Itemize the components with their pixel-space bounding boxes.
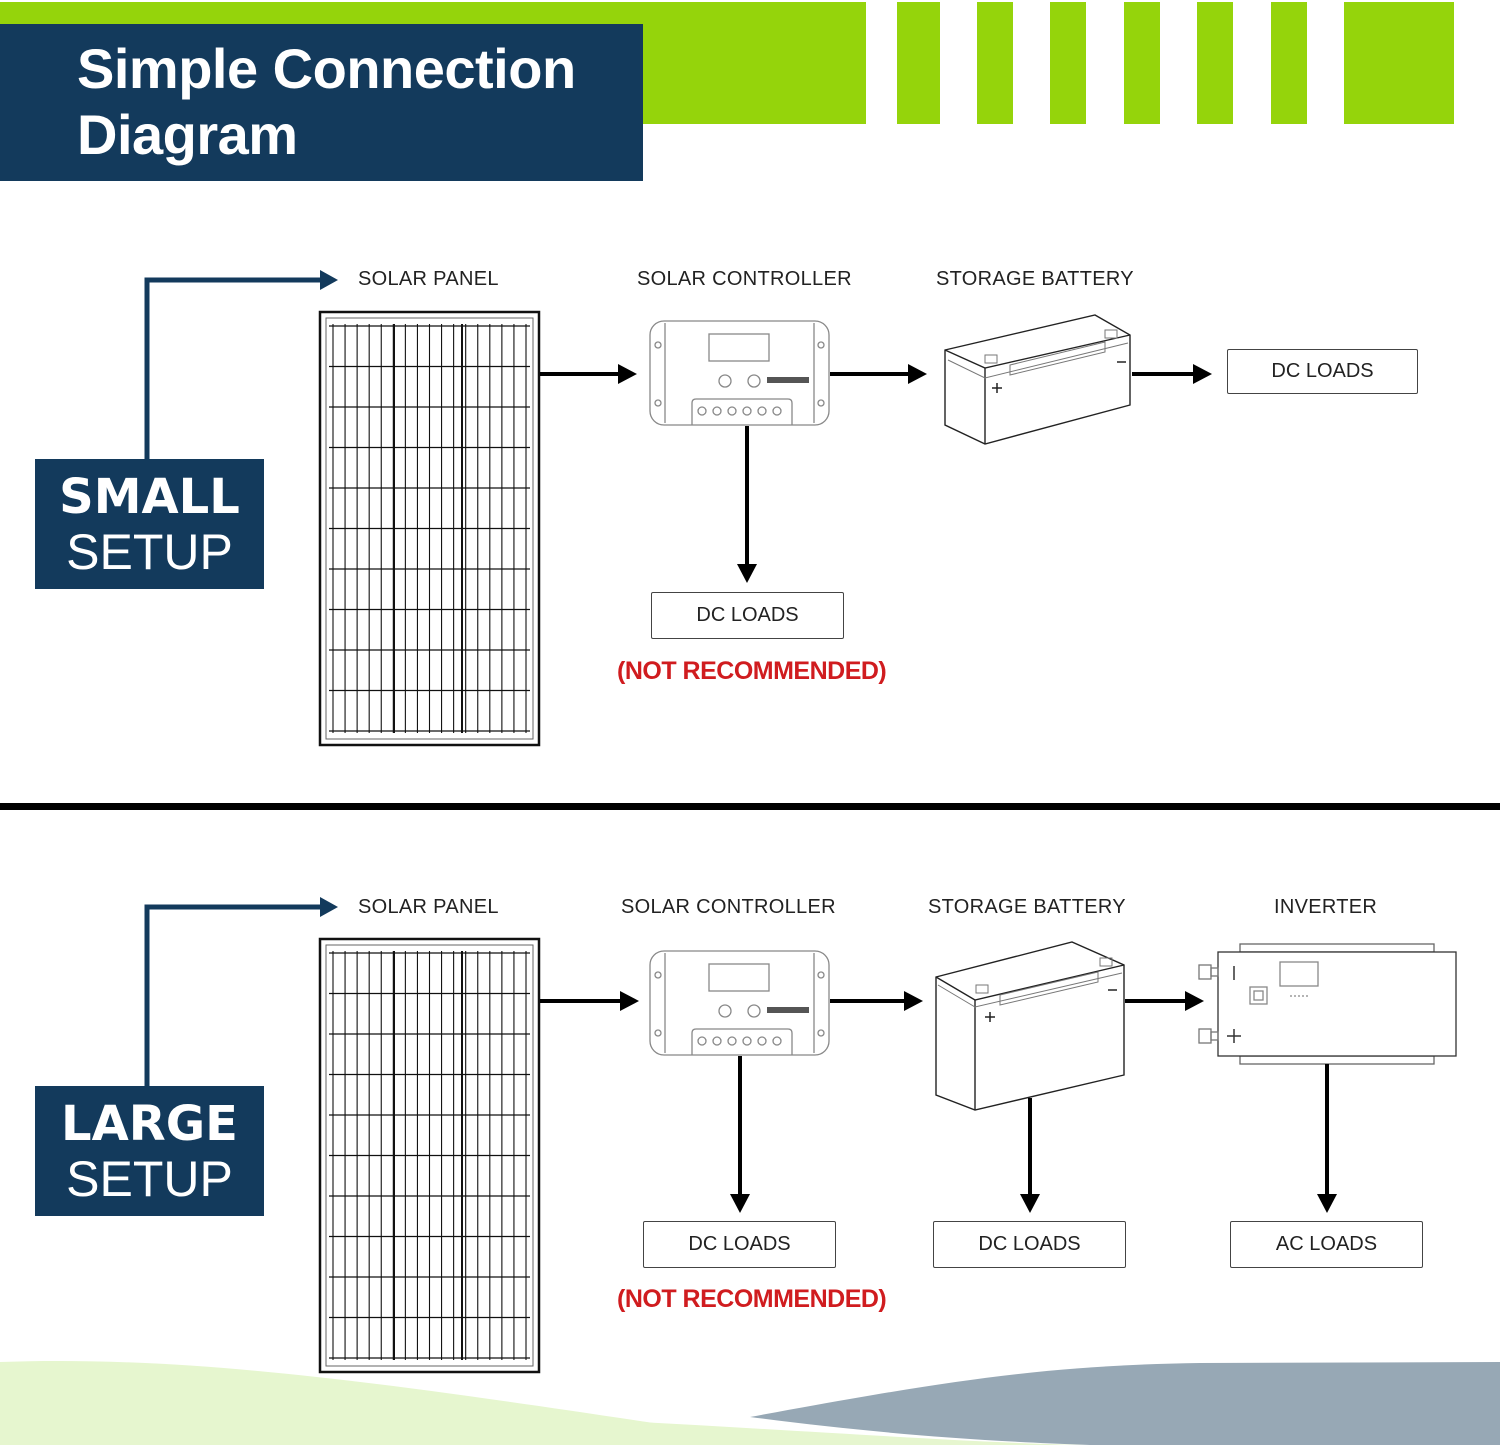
flow-arrow: [737, 426, 757, 583]
panel-inner-frame: [325, 317, 534, 740]
storage-battery-icon: [935, 941, 1125, 1111]
solar-panel-label: SOLAR PANEL: [358, 896, 499, 918]
dc-loads-box: DC LOADS: [651, 592, 844, 639]
header-green-stripe: [897, 2, 940, 124]
dc-loads-box: DC LOADS: [933, 1221, 1126, 1268]
large-setup-connector: [144, 897, 338, 1087]
flow-arrow: [1317, 1064, 1337, 1213]
panel-inner-frame: [325, 944, 534, 1367]
section-divider: [0, 803, 1500, 810]
solar-controller-icon: [649, 950, 830, 1056]
badge-subtitle: SETUP: [66, 524, 233, 580]
not-recommended-warning: (NOT RECOMMENDED): [617, 1285, 887, 1313]
inverter-icon: [1198, 943, 1457, 1065]
header-green-stripe: [977, 2, 1013, 124]
title-banner: [0, 24, 643, 181]
badge-title: LARGE: [61, 1096, 238, 1152]
solar-controller-label: SOLAR CONTROLLER: [637, 268, 852, 290]
header-green-stripe: [1344, 2, 1454, 124]
title-line-2: Diagram: [77, 103, 298, 166]
flow-arrow: [1132, 364, 1212, 384]
small-setup-badge: SMALL SETUP: [35, 459, 264, 589]
storage-battery-icon: [944, 314, 1131, 445]
solar-panel-icon: [318, 937, 541, 1374]
bottom-wave-gray: [750, 1362, 1500, 1445]
bottom-wave-green-2: [600, 1420, 1100, 1445]
large-setup-badge: LARGE SETUP: [35, 1086, 264, 1216]
dc-loads-box: DC LOADS: [643, 1221, 836, 1268]
badge-subtitle: SETUP: [66, 1151, 233, 1207]
title-line-1: Simple Connection: [77, 37, 576, 100]
flow-arrow: [540, 364, 637, 384]
flow-arrow: [830, 364, 927, 384]
small-setup-connector: [144, 270, 338, 460]
badge-title: SMALL: [59, 469, 240, 525]
solar-panel-label: SOLAR PANEL: [358, 268, 499, 290]
flow-arrow: [540, 991, 639, 1011]
solar-panel-icon: [318, 310, 541, 747]
bottom-wave-green: [0, 1360, 750, 1445]
ac-loads-box: AC LOADS: [1230, 1221, 1423, 1268]
solar-controller-icon: [649, 320, 830, 426]
flow-arrow: [830, 991, 923, 1011]
header-green-stripe: [1124, 2, 1160, 124]
page-title: Simple Connection Diagram: [77, 36, 576, 168]
flow-arrow: [1125, 991, 1204, 1011]
solar-controller-label: SOLAR CONTROLLER: [621, 896, 836, 918]
flow-arrow: [1020, 1098, 1040, 1213]
header-green-band: [643, 2, 866, 124]
header-green-stripe: [1197, 2, 1233, 124]
header-green-stripe: [1271, 2, 1307, 124]
storage-battery-label: STORAGE BATTERY: [928, 896, 1126, 918]
inverter-label: INVERTER: [1274, 896, 1378, 918]
header-green-stripe: [1050, 2, 1086, 124]
header-green-band-top: [0, 2, 643, 24]
flow-arrow: [730, 1056, 750, 1213]
dc-loads-box: DC LOADS: [1227, 349, 1418, 394]
not-recommended-warning: (NOT RECOMMENDED): [617, 657, 887, 685]
storage-battery-label: STORAGE BATTERY: [936, 268, 1134, 290]
